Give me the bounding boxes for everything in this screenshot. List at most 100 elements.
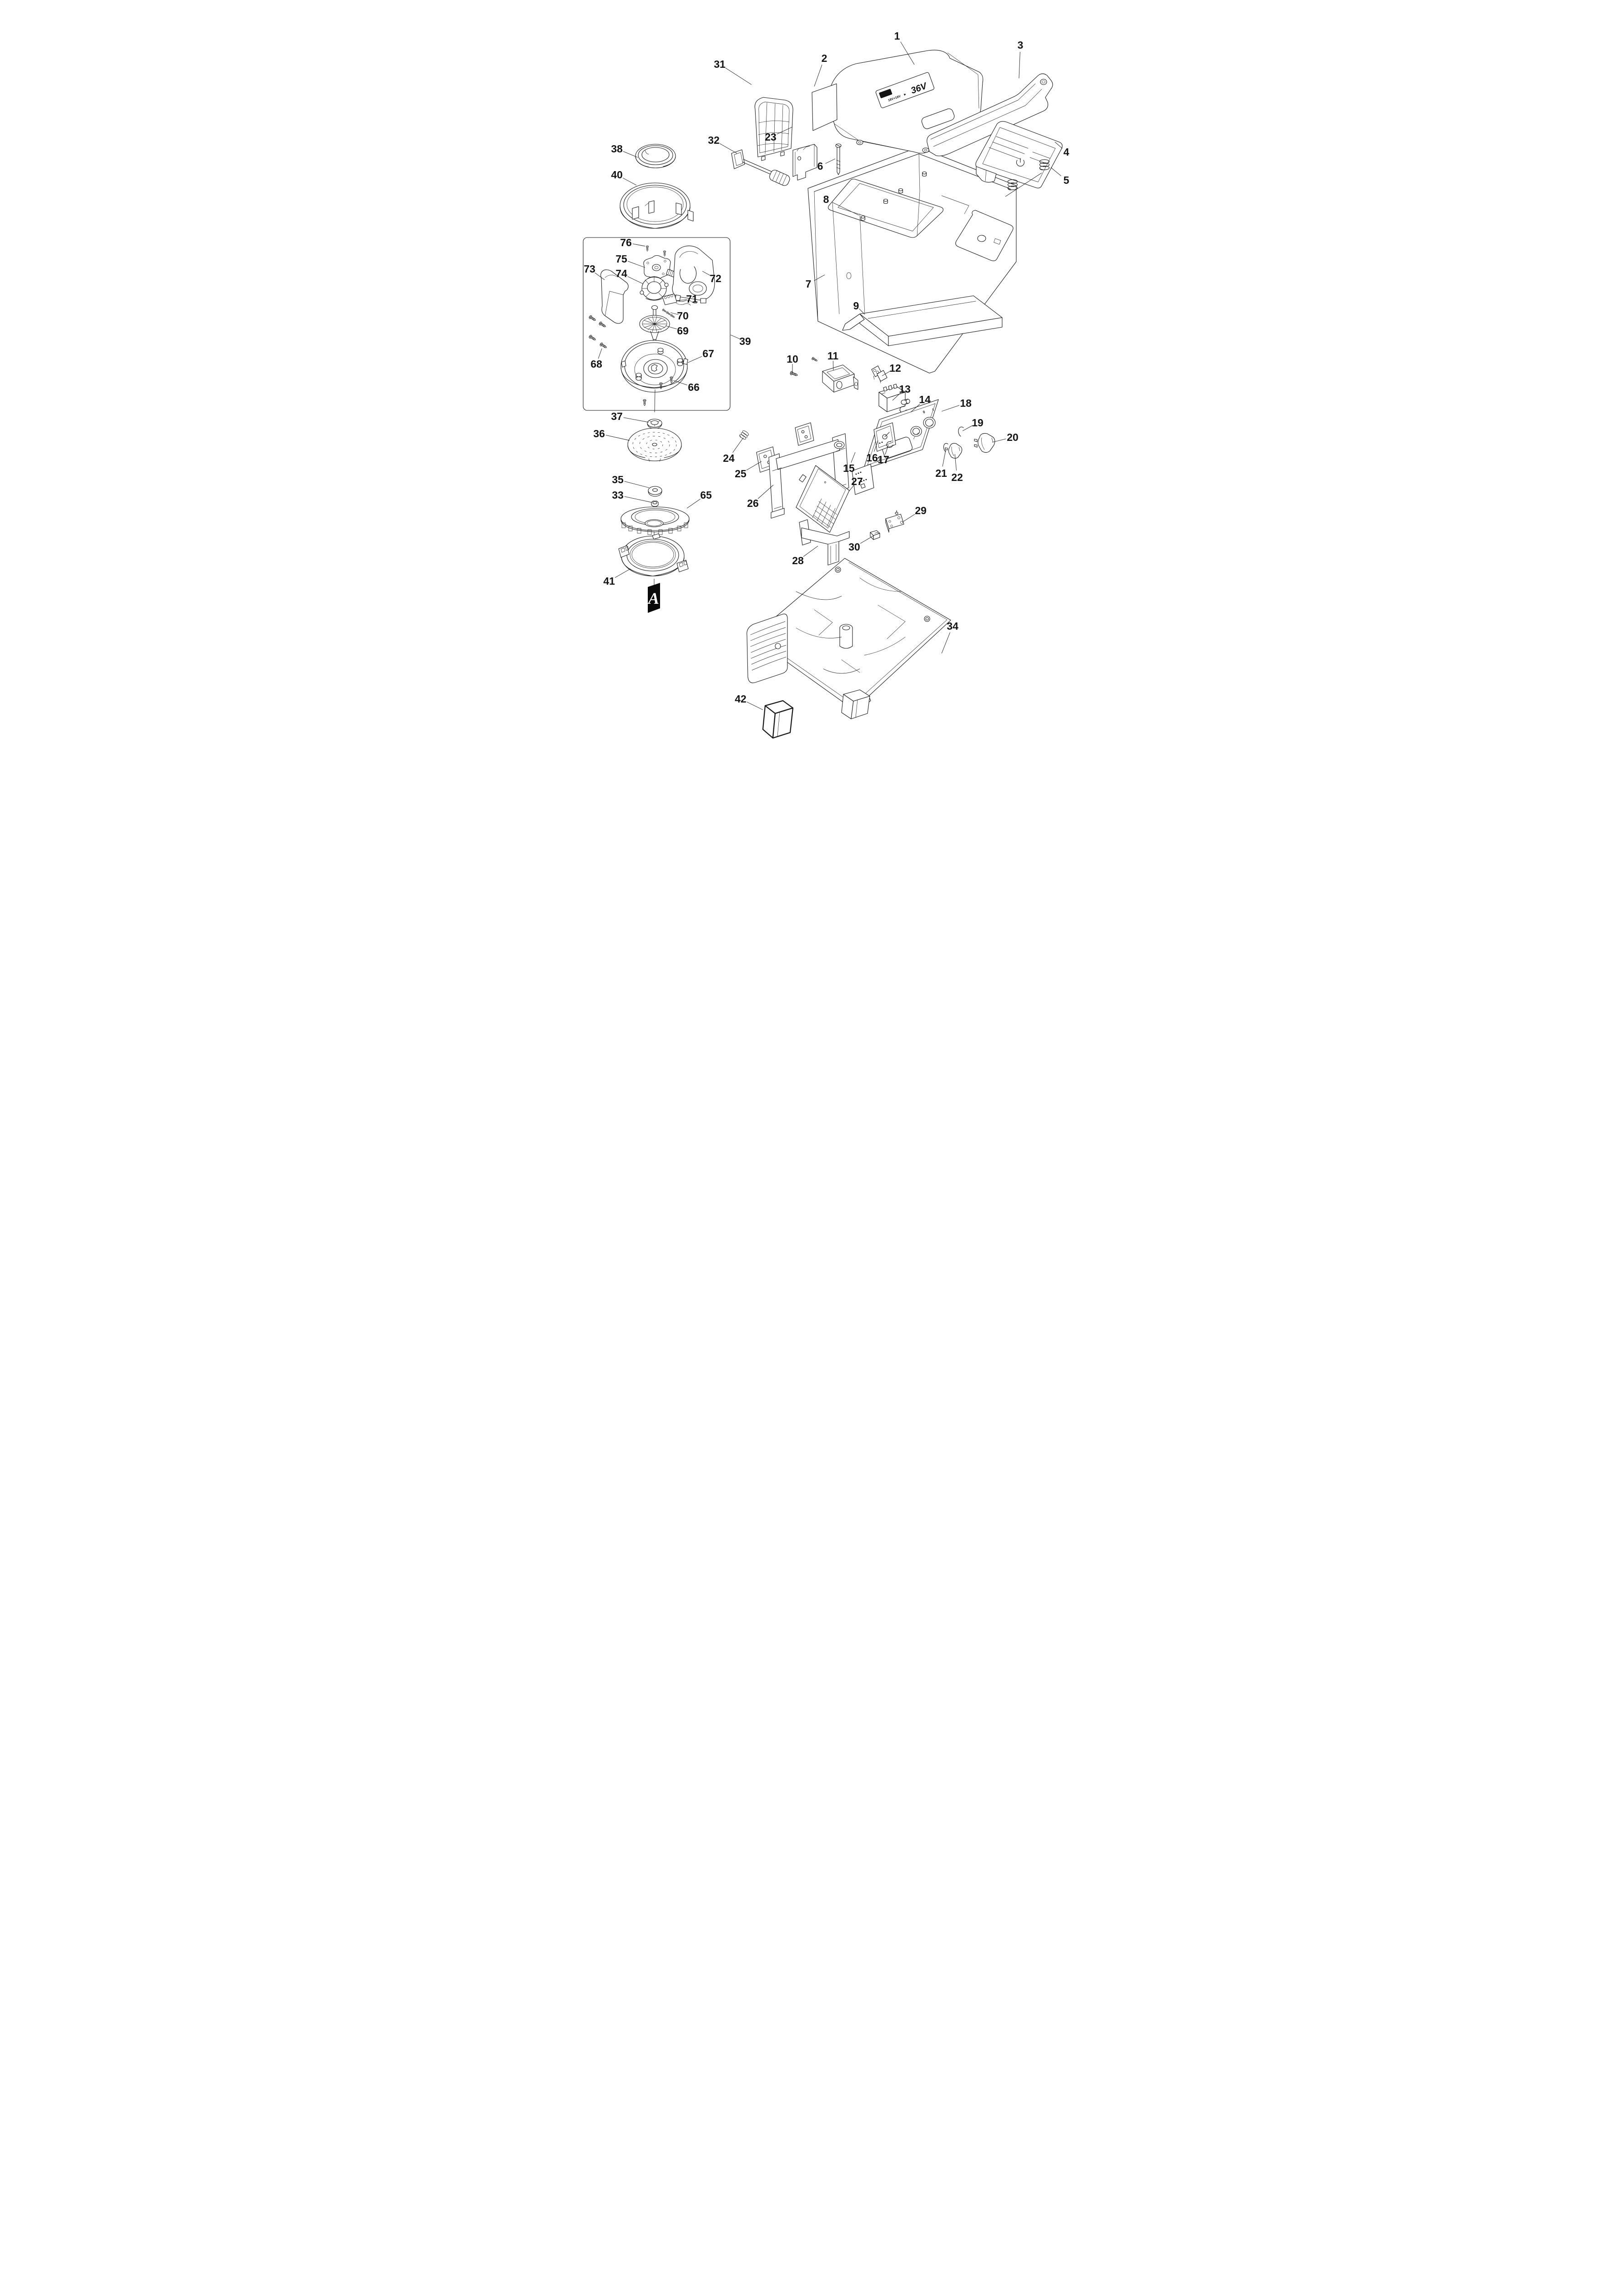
callout-number-8: 8 (823, 193, 829, 205)
callout-leader-38 (623, 151, 638, 158)
part-2-sticker (812, 83, 837, 131)
part-40-base-ring (620, 182, 694, 229)
callout-39: 39 (730, 334, 751, 347)
callout-number-68: 68 (590, 358, 602, 370)
power-icon (1016, 158, 1025, 167)
callout-8: 8 (823, 193, 859, 216)
callout-number-5: 5 (1064, 174, 1069, 186)
callout-36: 36 (593, 428, 630, 441)
logo-arrow: ▸ (903, 92, 907, 97)
view-flag-a: A (647, 583, 660, 613)
callout-number-67: 67 (702, 348, 714, 359)
part-4-switch-cover (975, 121, 1063, 188)
panel-on-glyph: I (932, 408, 934, 412)
callout-75: 75 (615, 253, 646, 268)
callout-number-20: 20 (1007, 431, 1019, 443)
callout-leader-12 (882, 370, 891, 376)
part-13-switch (878, 384, 910, 412)
callout-leader-41 (615, 568, 631, 578)
callout-19: 19 (962, 417, 983, 431)
diagram-canvas: LXT 18V+18V ▸ 36V (541, 0, 1083, 766)
callout-number-41: 41 (603, 575, 615, 587)
part-19-washer (958, 426, 964, 437)
callout-25: 25 (735, 461, 762, 480)
callout-leader-4 (1054, 142, 1063, 149)
callout-number-36: 36 (593, 428, 605, 440)
callout-number-26: 26 (747, 497, 759, 509)
callout-23: 23 (765, 126, 793, 143)
callout-number-21: 21 (935, 467, 947, 479)
callout-number-28: 28 (792, 555, 804, 566)
part-31-grille (754, 97, 793, 161)
part-16-switch-plate (873, 422, 896, 452)
part-21-washer (943, 443, 948, 452)
callout-leader-20 (992, 439, 1006, 443)
callout-leader-27 (848, 485, 855, 492)
callout-leader-25 (746, 461, 762, 470)
callout-number-7: 7 (806, 278, 812, 290)
callout-16: 16 (866, 440, 878, 464)
callout-72: 72 (702, 271, 721, 284)
callout-29: 29 (903, 505, 927, 522)
callout-leader-29 (903, 514, 915, 522)
part-26-battery-frame (768, 433, 849, 519)
callout-number-14: 14 (919, 394, 931, 405)
callout-number-29: 29 (915, 505, 927, 516)
part-20-knob (974, 433, 995, 453)
callout-74: 74 (615, 268, 644, 284)
callout-leader-72 (702, 271, 711, 276)
callout-22: 22 (951, 454, 963, 483)
callout-40: 40 (611, 169, 637, 186)
voltage-label: LXT 18V+18V ▸ 36V (875, 72, 934, 108)
callout-leader-69 (665, 325, 677, 329)
callout-number-13: 13 (899, 383, 911, 395)
callout-leader-16 (874, 440, 878, 452)
callout-leader-76 (632, 243, 646, 247)
callout-number-16: 16 (866, 452, 878, 464)
part-65-fan-cowling (620, 506, 690, 535)
callout-number-25: 25 (735, 468, 746, 480)
callout-leader-3 (1019, 51, 1020, 79)
panel-bosses (910, 417, 936, 440)
part-24-spring (739, 430, 750, 441)
callout-68: 68 (590, 348, 602, 370)
callout-12: 12 (882, 362, 901, 376)
callout-number-34: 34 (947, 620, 958, 632)
view-flag-letter: A (647, 589, 659, 607)
part-29-microswitch (885, 510, 904, 533)
callout-38: 38 (611, 143, 638, 158)
callout-number-1: 1 (894, 30, 900, 42)
callout-number-32: 32 (708, 134, 720, 146)
callout-leader-35 (624, 481, 650, 488)
callout-leader-65 (686, 499, 701, 509)
callout-27: 27 (848, 475, 863, 492)
part-23-bracket (792, 144, 817, 181)
callout-number-18: 18 (960, 397, 972, 409)
callout-number-17: 17 (878, 454, 889, 465)
callout-5: 5 (1050, 167, 1069, 186)
part-71-terminal-block (662, 293, 697, 306)
part-3-handle (927, 73, 1053, 157)
callout-leader-67 (687, 356, 702, 363)
callout-leader-1 (900, 41, 915, 65)
callout-14: 14 (910, 394, 931, 413)
callout-18: 18 (941, 397, 972, 412)
callout-number-23: 23 (765, 131, 777, 143)
part-37-flange-cap (647, 419, 662, 429)
callout-65: 65 (686, 489, 712, 509)
callout-31: 31 (714, 58, 752, 85)
callout-leader-8 (832, 202, 859, 216)
callout-4: 4 (1054, 142, 1069, 158)
callout-number-12: 12 (889, 362, 901, 374)
callout-71: 71 (676, 293, 698, 305)
callout-leader-31 (725, 67, 752, 85)
callout-1: 1 (894, 30, 915, 65)
part-11-switch-bracket (822, 364, 858, 393)
foam-wedge-secondary (841, 689, 870, 719)
callout-number-40: 40 (611, 169, 623, 181)
part-73-baffle-cover (600, 269, 629, 324)
exploded-parts-diagram: LXT 18V+18V ▸ 36V (541, 0, 1083, 766)
callout-30: 30 (848, 535, 874, 553)
callout-leader-37 (623, 417, 649, 423)
